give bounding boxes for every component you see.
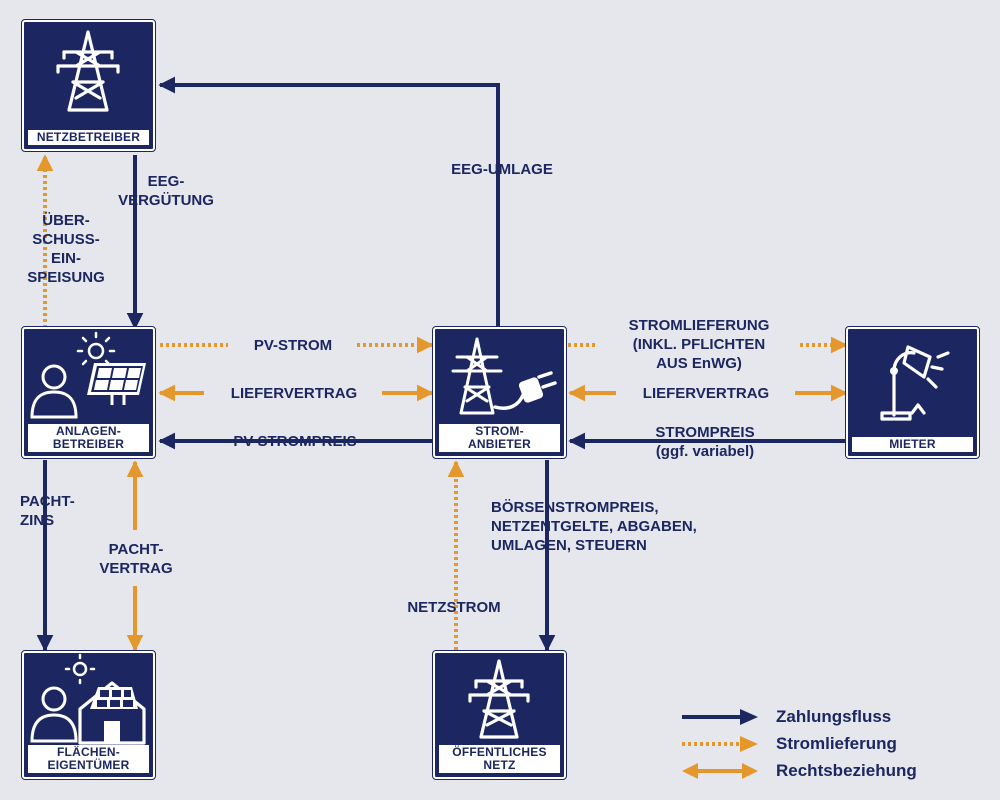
owner-house-icon <box>30 653 146 745</box>
label-eeg-umlage: EEG-UMLAGE <box>451 161 553 178</box>
node-label: MIETER <box>852 437 973 452</box>
legend-navy-arrow <box>682 709 758 725</box>
label-eeg-verguetung: EEG- VERGÜTUNG <box>118 173 214 209</box>
node-label: NETZBETREIBER <box>28 130 149 145</box>
node-label: FLÄCHEN- EIGENTÜMER <box>28 745 149 773</box>
node-anlagenbetreiber: ANLAGEN- BETREIBER <box>21 326 156 459</box>
person-icon <box>30 364 78 419</box>
node-mieter: MIETER <box>845 326 980 459</box>
label-pv-strompreis: PV-STROMPREIS <box>233 433 357 450</box>
label-liefervertrag-right: LIEFERVERTRAG <box>642 385 770 402</box>
label-boersenstrompreis: BÖRSENSTROMPREIS, NETZENTGELTE, ABGABEN,… <box>491 499 697 554</box>
node-flaecheneigentuemer: FLÄCHEN- EIGENTÜMER <box>21 650 156 780</box>
legend-label: Rechtsbeziehung <box>776 761 917 780</box>
label-netzstrom: NETZSTROM <box>407 599 501 616</box>
lamp-icon <box>880 345 950 421</box>
pylon-plug-icon <box>451 337 557 415</box>
legend-double-arrow <box>682 763 758 779</box>
node-oeffentliches-netz: ÖFFENTLICHES NETZ <box>432 650 567 780</box>
node-netzbetreiber: NETZBETREIBER <box>21 19 156 152</box>
plug-icon <box>493 371 557 410</box>
node-stromanbieter: STROM- ANBIETER <box>432 326 567 459</box>
legend-dotted-arrow <box>682 736 758 752</box>
label-pachtvertrag: PACHT- VERTRAG <box>99 541 173 577</box>
node-label: ÖFFENTLICHES NETZ <box>439 745 560 773</box>
label-strompreis: STROMPREIS (ggf. variabel) <box>655 424 755 460</box>
label-ueberschuss-einspeisung: ÜBER- SCHUSS- EIN- SPEISUNG <box>27 212 105 286</box>
legend-rechtsbeziehung: Rechtsbeziehung <box>680 760 917 782</box>
person-icon <box>30 686 78 743</box>
legend-stromlieferung: Stromlieferung <box>680 733 897 755</box>
power-pylon-icon <box>468 659 530 739</box>
power-pylon-icon <box>56 30 120 112</box>
label-pv-strom: PV-STROM <box>253 337 333 354</box>
legend-zahlungsfluss: Zahlungsfluss <box>680 706 891 728</box>
legend-label: Stromlieferung <box>776 734 897 753</box>
node-label: ANLAGEN- BETREIBER <box>28 424 149 452</box>
solar-panel-icon <box>87 363 146 405</box>
node-label: STROM- ANBIETER <box>439 424 560 452</box>
legend-label: Zahlungsfluss <box>776 707 892 726</box>
arrow-eeg-umlage <box>158 76 500 328</box>
label-pachtzins: PACHT- ZINS <box>20 493 75 529</box>
label-stromlieferung: STROMLIEFERUNG (INKL. PFLICHTEN AUS EnWG… <box>628 317 770 372</box>
operator-solar-icon <box>30 331 146 419</box>
label-liefervertrag-left: LIEFERVERTRAG <box>230 385 358 402</box>
house-icon <box>78 681 146 745</box>
